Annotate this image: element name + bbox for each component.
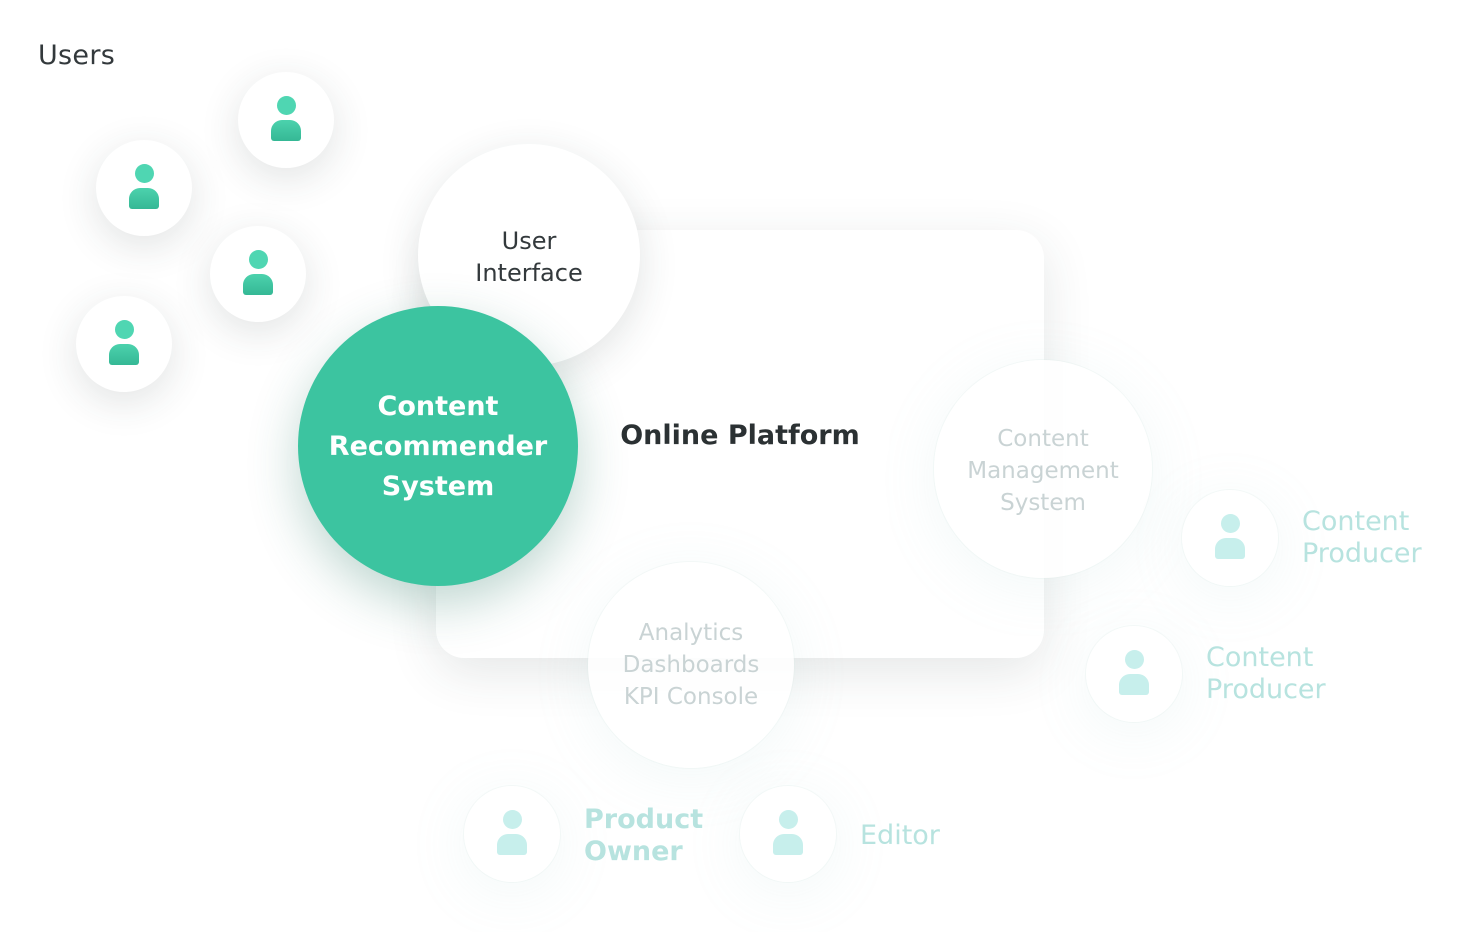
product-owner-label: Product Owner — [584, 804, 703, 868]
user-interface-line-1: User — [501, 227, 557, 255]
analytics-line-2: Dashboards — [622, 652, 760, 678]
product-owner-line-1: Product — [584, 804, 704, 835]
analytics-label: Analytics Dashboards KPI Console — [588, 617, 794, 713]
analytics-line-3: KPI Console — [623, 684, 759, 710]
person-icon — [129, 164, 159, 212]
user-interface-line-2: Interface — [475, 259, 583, 287]
online-platform-label: Online Platform — [620, 420, 860, 451]
product-owner-node — [464, 786, 560, 882]
cms-node — [934, 360, 1152, 578]
editor-label: Editor — [860, 820, 940, 851]
producer-1-line-2: Producer — [1302, 538, 1422, 569]
person-icon — [1119, 650, 1149, 698]
person-icon — [773, 810, 803, 858]
editor-node — [740, 786, 836, 882]
person-icon — [271, 96, 301, 144]
person-icon — [243, 250, 273, 298]
person-icon — [497, 810, 527, 858]
cms-label: Content Management System — [934, 423, 1152, 519]
user-node-1 — [238, 72, 334, 168]
producer-2-line-1: Content — [1206, 642, 1314, 673]
user-interface-label: User Interface — [418, 225, 640, 289]
recommender-line-2: Recommender — [328, 431, 548, 462]
cms-line-2: Management — [967, 458, 1119, 484]
person-icon — [109, 320, 139, 368]
users-title: Users — [38, 40, 116, 71]
user-node-2 — [96, 140, 192, 236]
person-icon — [1215, 514, 1245, 562]
product-owner-line-2: Owner — [584, 836, 683, 867]
recommender-line-3: System — [381, 471, 495, 502]
analytics-line-1: Analytics — [638, 620, 744, 646]
content-producer-label-1: Content Producer — [1302, 506, 1422, 570]
cms-line-3: System — [1000, 490, 1086, 516]
cms-line-1: Content — [997, 426, 1089, 452]
producer-2-line-2: Producer — [1206, 674, 1326, 705]
content-recommender-label: Content Recommender System — [298, 387, 578, 507]
analytics-node — [588, 562, 794, 768]
content-producer-node-1 — [1182, 490, 1278, 586]
recommender-line-1: Content — [377, 391, 499, 422]
user-node-3 — [210, 226, 306, 322]
user-node-4 — [76, 296, 172, 392]
content-producer-label-2: Content Producer — [1206, 642, 1326, 706]
content-producer-node-2 — [1086, 626, 1182, 722]
content-recommender-node — [298, 306, 578, 586]
producer-1-line-1: Content — [1302, 506, 1410, 537]
